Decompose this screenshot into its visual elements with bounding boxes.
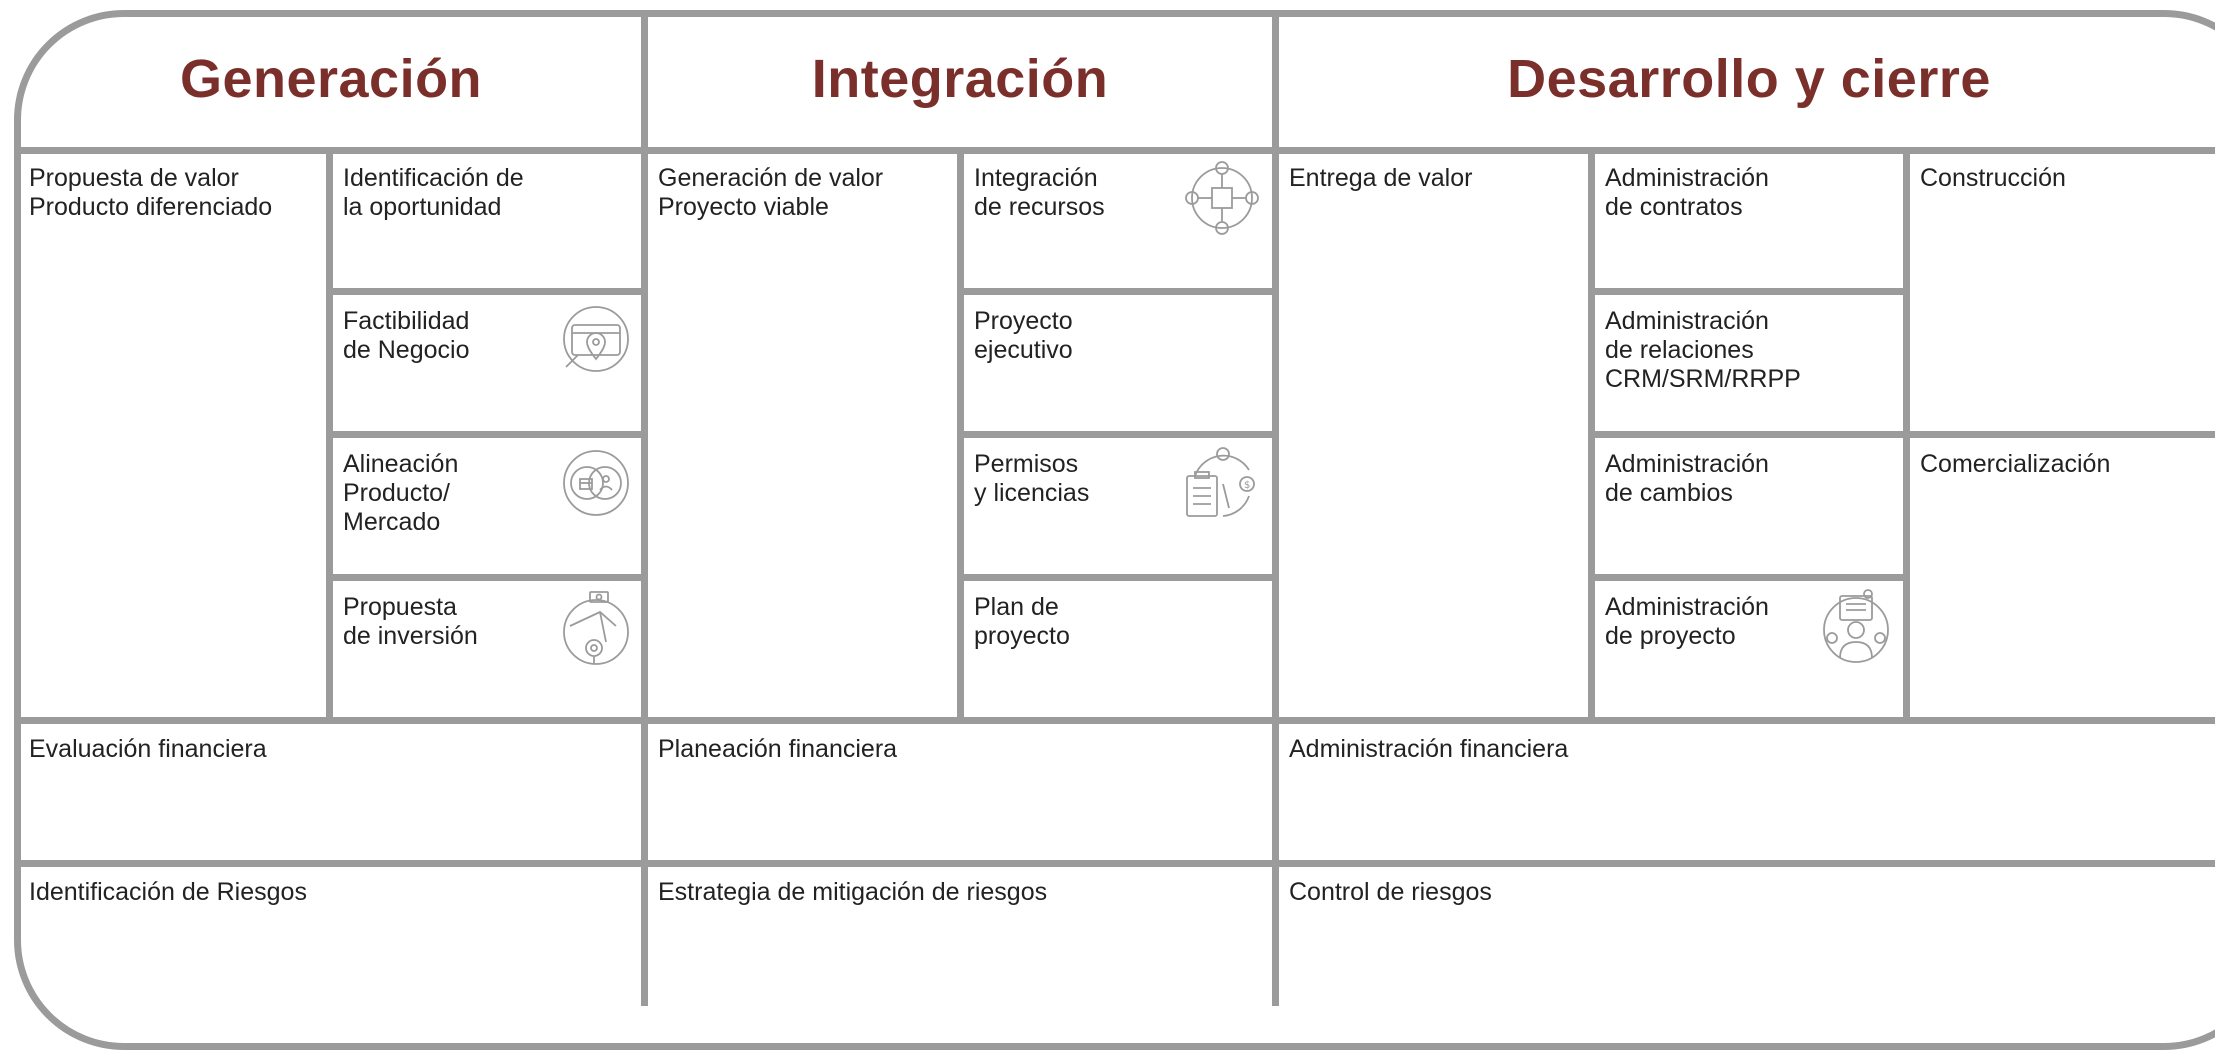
divider	[330, 574, 644, 581]
cell-comercializacion: Comercialización	[1920, 450, 2111, 478]
cell-planeacion-financiera: Planeación financiera	[658, 735, 898, 763]
divider	[1588, 150, 1595, 720]
product-market-fit-icon	[560, 447, 632, 519]
svg-text:$: $	[1244, 480, 1250, 491]
divider	[1272, 12, 1279, 1006]
divider	[14, 860, 2215, 867]
divider	[1592, 574, 1906, 581]
teamwork-puzzle-icon	[1184, 160, 1260, 236]
cell-identificacion-riesgos: Identificación de Riesgos	[29, 878, 307, 906]
cell-factibilidad: Factibilidad de Negocio	[343, 307, 470, 364]
divider	[1903, 150, 1910, 720]
cell-adm-proyecto: Administración de proyecto	[1605, 593, 1769, 650]
permits-checklist-icon: $	[1183, 446, 1259, 524]
cell-propuesta-inversion: Propuesta de inversión	[343, 593, 478, 650]
cell-control-riesgos: Control de riesgos	[1289, 878, 1492, 906]
cell-entrega-valor: Entrega de valor	[1289, 164, 1473, 192]
project-manager-icon	[1820, 588, 1892, 666]
divider	[961, 574, 1275, 581]
divider	[961, 288, 1275, 295]
header-desarrollo-cierre: Desarrollo y cierre	[1507, 48, 1991, 109]
divider	[14, 717, 2215, 724]
investment-target-icon	[560, 590, 632, 668]
cell-propuesta-valor: Propuesta de valor Producto diferenciado	[29, 164, 273, 221]
divider	[330, 431, 644, 438]
divider	[14, 147, 2215, 154]
header-generacion: Generación	[179, 48, 483, 109]
cell-construccion: Construcción	[1920, 164, 2066, 192]
cell-integracion-recursos: Integración de recursos	[974, 164, 1105, 221]
cell-generacion-valor: Generación de valor Proyecto viable	[658, 164, 884, 221]
cell-estrategia-mitigacion: Estrategia de mitigación de riesgos	[658, 878, 1048, 906]
business-model-canvas: Generación Integración Desarrollo y cier…	[14, 10, 2215, 1050]
map-location-icon	[560, 303, 632, 375]
cell-evaluacion-financiera: Evaluación financiera	[29, 735, 267, 763]
cell-identificacion-oportunidad: Identificación de la oportunidad	[343, 164, 524, 221]
header-integracion: Integración	[811, 48, 1109, 109]
cell-administracion-financiera: Administración financiera	[1289, 735, 1569, 763]
cell-adm-relaciones: Administración de relaciones CRM/SRM/RRP…	[1605, 307, 1801, 393]
divider	[330, 288, 644, 295]
divider	[961, 431, 1275, 438]
divider	[1592, 288, 1906, 295]
cell-adm-contratos: Administración de contratos	[1605, 164, 1769, 221]
cell-proyecto-ejecutivo: Proyecto ejecutivo	[974, 307, 1073, 364]
cell-plan-proyecto: Plan de proyecto	[974, 593, 1070, 650]
cell-adm-cambios: Administración de cambios	[1605, 450, 1769, 507]
divider	[326, 150, 333, 720]
divider	[957, 150, 964, 720]
cell-permisos: Permisos y licencias	[974, 450, 1090, 507]
divider	[641, 12, 648, 1006]
cell-alineacion: Alineación Producto/ Mercado	[343, 450, 459, 536]
